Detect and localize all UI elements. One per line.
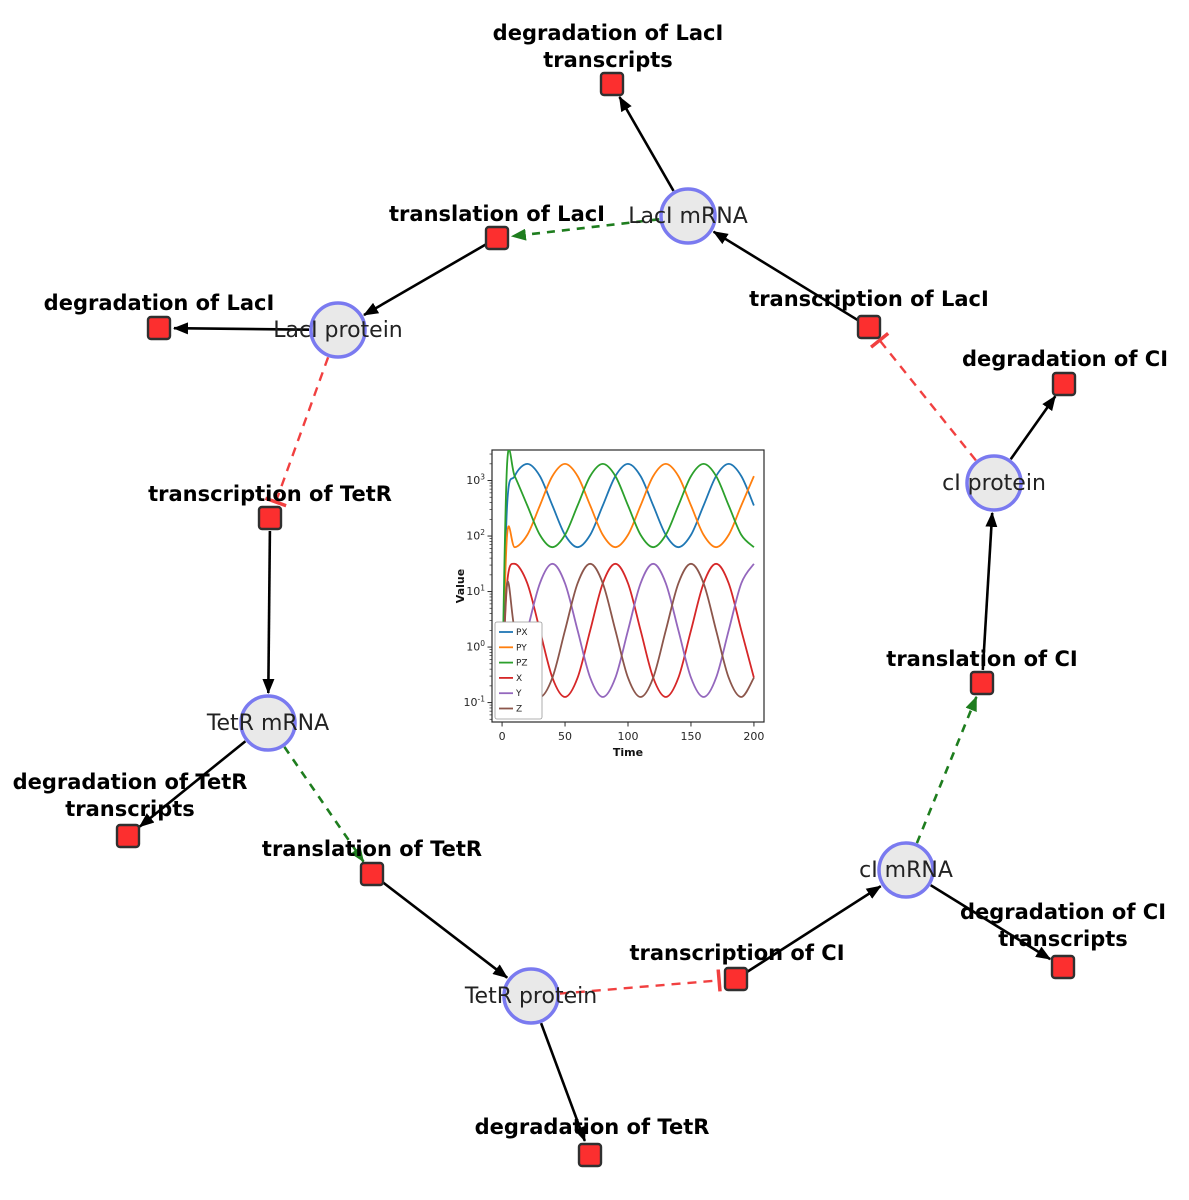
series-PY (501, 463, 755, 697)
species-label-tetr-mrna: TetR mRNA (206, 711, 329, 736)
edge-laci-protein-to-degradation-of-laci (173, 322, 310, 335)
reaction-label-translation-of-laci: translation of LacI (389, 202, 605, 226)
edge-laci-mrna-to-translation-of-laci (510, 218, 660, 241)
reaction-node-degradation-of-tetr[interactable] (577, 1142, 603, 1168)
y-axis-label: Value (454, 569, 467, 603)
series-PX (501, 463, 755, 697)
legend-box (494, 621, 543, 720)
edges-layer (138, 96, 1057, 1142)
legend-label-Y: Y (515, 689, 522, 699)
edge-transcription-of-ci-to-ci-mrna (746, 885, 882, 974)
x-tick-label: 100 (618, 730, 639, 743)
reaction-node-transcription-of-laci[interactable] (856, 314, 882, 340)
reaction-node-degradation-of-ci-transcripts[interactable] (1050, 954, 1076, 980)
legend-label-PZ: PZ (516, 659, 528, 669)
reaction-label-degradation-of-tetr: degradation of TetR (475, 1115, 710, 1139)
edge-translation-of-laci-to-laci-protein (363, 243, 487, 317)
species-label-laci-mrna: LacI mRNA (628, 204, 748, 229)
x-tick-label: 200 (743, 730, 764, 743)
species-label-ci-protein: cI protein (942, 471, 1046, 496)
y-tick-label: 101 (466, 584, 485, 599)
x-tick-label: 50 (558, 730, 572, 743)
reaction-node-transcription-of-ci[interactable] (723, 966, 749, 992)
reaction-node-degradation-of-laci[interactable] (146, 315, 172, 341)
reaction-label-degradation-of-tetr-transcripts: degradation of TetR (13, 770, 248, 794)
edge-ci-protein-to-transcription-of-laci (869, 332, 977, 462)
nodes-layer (115, 71, 1077, 1168)
reaction-node-degradation-of-ci[interactable] (1051, 371, 1077, 397)
species-label-tetr-protein: TetR protein (464, 984, 597, 1009)
reaction-label-degradation-of-ci-transcripts: transcripts (998, 927, 1128, 951)
series-X (501, 562, 755, 698)
series-layer (501, 450, 755, 700)
reaction-node-translation-of-ci[interactable] (969, 670, 995, 696)
edge-tetr-protein-to-transcription-of-ci (559, 969, 722, 995)
edge-ci-protein-to-degradation-of-ci (1009, 395, 1057, 461)
x-tick-label: 150 (680, 730, 701, 743)
reaction-label-degradation-of-ci: degradation of CI (962, 347, 1168, 371)
species-node-ci-mrna[interactable] (877, 841, 935, 899)
reaction-label-transcription-of-tetr: transcription of TetR (148, 482, 392, 506)
species-node-tetr-protein[interactable] (502, 967, 560, 1025)
legend-label-Z: Z (516, 705, 522, 715)
y-tick-label: 10-1 (464, 695, 486, 710)
edge-laci-protein-to-transcription-of-tetr (264, 356, 330, 508)
reaction-label-degradation-of-laci: degradation of LacI (44, 291, 275, 315)
legend-label-X: X (516, 674, 522, 684)
species-node-laci-protein[interactable] (309, 301, 367, 359)
reaction-node-translation-of-laci[interactable] (484, 225, 510, 251)
reaction-label-translation-of-ci: translation of CI (886, 647, 1077, 671)
edge-transcription-of-laci-to-laci-mrna (712, 230, 859, 322)
species-node-tetr-mrna[interactable] (239, 694, 297, 752)
reaction-node-translation-of-tetr[interactable] (359, 861, 385, 887)
series-PZ (501, 450, 755, 697)
y-tick-label: 100 (466, 639, 485, 654)
edge-laci-mrna-to-degradation-of-laci-transcripts (618, 96, 675, 192)
x-tick-label: 0 (499, 730, 506, 743)
species-node-ci-protein[interactable] (965, 454, 1023, 512)
edge-ci-mrna-to-translation-of-ci (915, 695, 978, 844)
edge-translation-of-tetr-to-tetr-protein (381, 880, 508, 979)
species-label-laci-protein: LacI protein (273, 318, 403, 343)
edge-tetr-mrna-to-degradation-of-tetr-transcripts (138, 740, 247, 828)
reaction-node-transcription-of-tetr[interactable] (257, 505, 283, 531)
species-label-ci-mrna: cI mRNA (859, 858, 953, 883)
legend-label-PX: PX (516, 628, 528, 638)
labels-layer: degradation of LacI transcripts translatio… (13, 21, 1168, 1139)
reaction-label-transcription-of-ci: transcription of CI (629, 941, 844, 965)
reaction-label-degradation-of-ci-transcripts: degradation of CI (960, 900, 1166, 924)
reaction-node-degradation-of-laci-transcripts[interactable] (599, 71, 625, 97)
edge-ci-mrna-to-degradation-of-ci-transcripts (930, 884, 1052, 961)
edge-tetr-protein-to-degradation-of-tetr (539, 1022, 587, 1142)
reaction-label-translation-of-tetr: translation of TetR (262, 837, 482, 861)
reaction-label-degradation-of-laci-transcripts: degradation of LacI (493, 21, 724, 45)
reaction-label-transcription-of-laci: transcription of LacI (749, 287, 989, 311)
reaction-label-degradation-of-laci-transcripts: transcripts (543, 48, 673, 72)
edge-translation-of-ci-to-ci-protein (981, 511, 998, 671)
y-tick-label: 102 (466, 528, 485, 543)
x-axis-label: Time (613, 746, 643, 759)
y-tick-label: 103 (466, 473, 485, 488)
reaction-label-degradation-of-tetr-transcripts: transcripts (65, 797, 195, 821)
reaction-node-degradation-of-tetr-transcripts[interactable] (115, 823, 141, 849)
species-node-laci-mrna[interactable] (659, 187, 717, 245)
edge-transcription-of-tetr-to-tetr-mrna (262, 530, 275, 694)
legend-label-PY: PY (516, 643, 527, 653)
